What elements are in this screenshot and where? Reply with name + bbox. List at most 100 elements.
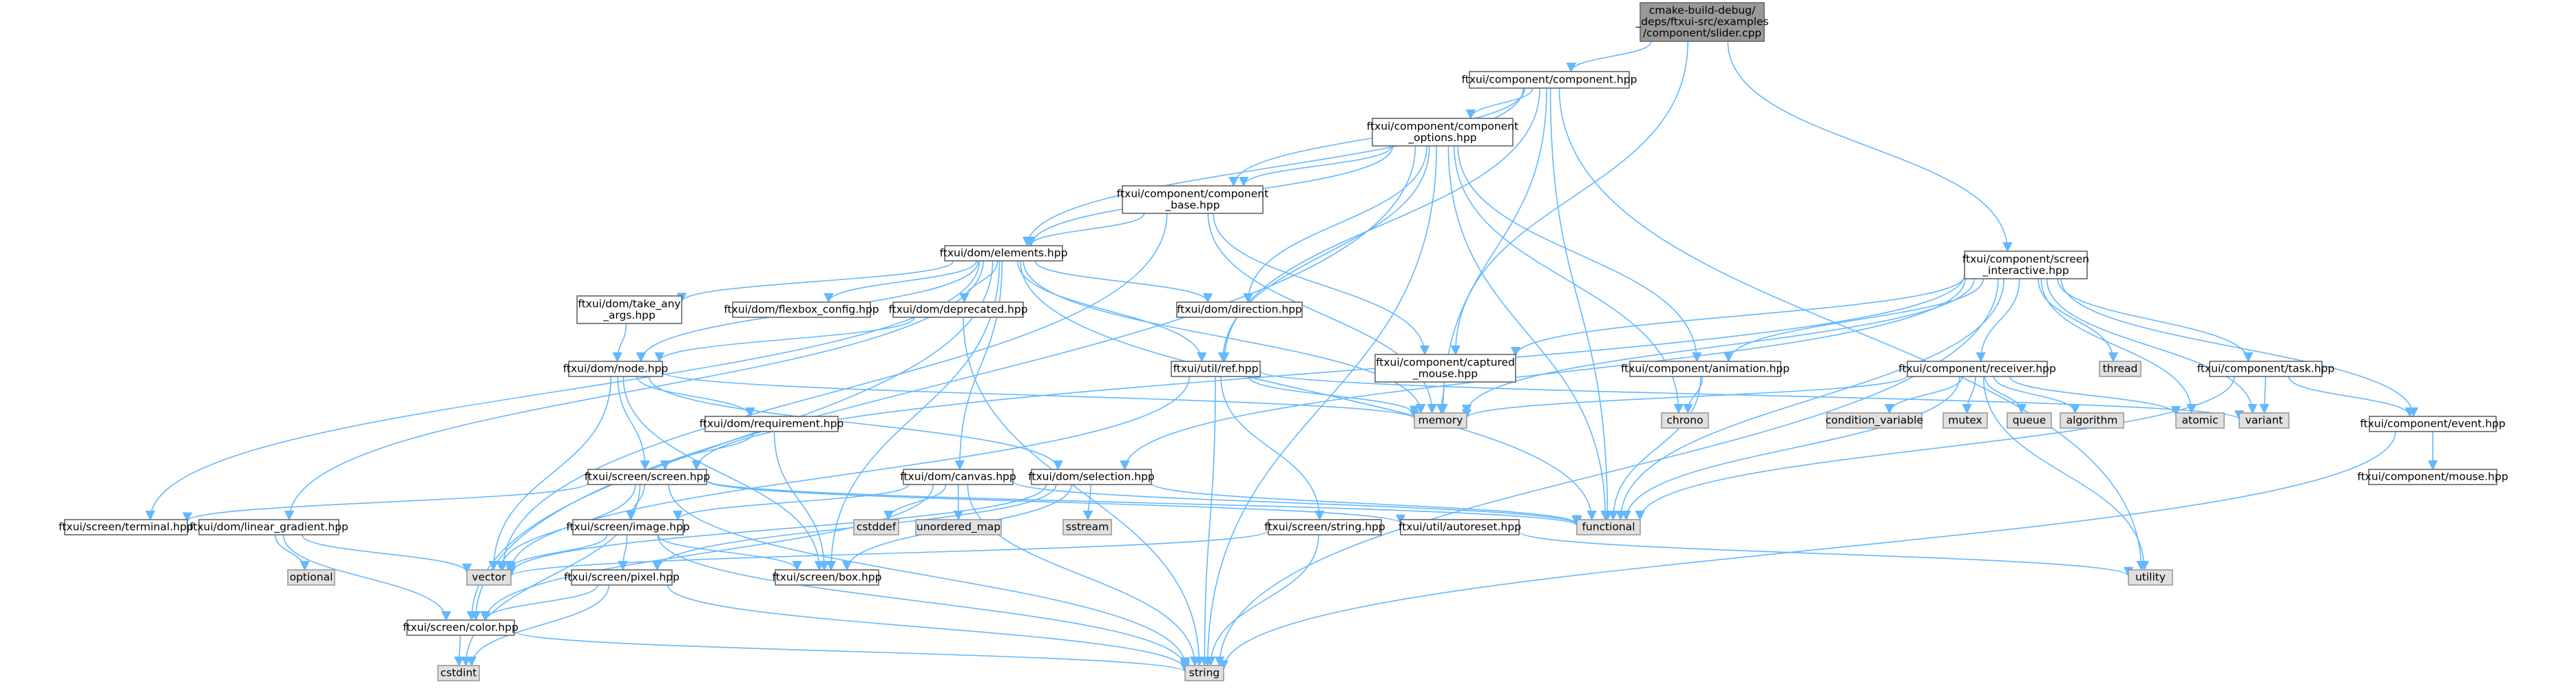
node-sstream: sstream <box>1062 519 1112 535</box>
node-box <box>704 416 839 432</box>
edge-node_hpp-to-memory <box>662 371 1419 421</box>
node-box <box>576 295 682 324</box>
node-elements[interactable]: ftxui/dom/elements.hpp <box>940 245 1068 262</box>
node-pixel[interactable]: ftxui/screen/pixel.hpp <box>564 569 680 586</box>
node-box <box>1640 2 1765 42</box>
node-optional: optional <box>287 569 335 586</box>
node-label: _interactive.hpp <box>1982 264 2069 277</box>
edge-receiver-to-mutex <box>1962 376 1976 414</box>
edge-elements-to-flexbox_config <box>824 260 977 304</box>
edge-elements-to-functional <box>1020 260 1597 521</box>
node-flexbox-config[interactable]: ftxui/dom/flexbox_config.hpp <box>724 301 879 318</box>
node-component-base[interactable]: ftxui/component/component_base.hpp <box>1117 185 1268 214</box>
node-image[interactable]: ftxui/screen/image.hpp <box>566 519 690 535</box>
node-string-hpp[interactable]: ftxui/screen/string.hpp <box>1264 519 1385 535</box>
node-label: variant <box>2245 414 2283 427</box>
node-label: vector <box>472 571 506 584</box>
node-box <box>1826 412 1923 429</box>
node-direction[interactable]: ftxui/dom/direction.hpp <box>1176 301 1303 318</box>
node-autoreset[interactable]: ftxui/util/autoreset.hpp <box>1399 519 1521 535</box>
edge-component_options-to-ref_hpp <box>1217 145 1430 363</box>
node-box <box>1576 519 1641 535</box>
node-node-hpp[interactable]: ftxui/dom/node.hpp <box>563 361 669 377</box>
edge-component_hpp-to-utility <box>1558 87 2146 571</box>
node-box <box>2239 412 2290 429</box>
node-box <box>1372 118 1514 147</box>
edge-screen_interactive-to-string <box>1214 278 1999 667</box>
node-box <box>64 519 188 535</box>
edge-ref_hpp-to-string_hpp <box>1220 376 1325 521</box>
node-mutex: mutex <box>1943 412 1988 429</box>
node-cstddef: cstddef <box>853 519 899 535</box>
node-color[interactable]: ftxui/screen/color.hpp <box>403 619 519 636</box>
node-screen-hpp[interactable]: ftxui/screen/screen.hpp <box>585 469 711 485</box>
node-box <box>915 519 1002 535</box>
node-receiver[interactable]: ftxui/component/receiver.hpp <box>1898 361 2056 377</box>
node-box <box>1374 354 1516 383</box>
node-label: ftxui/screen/screen.hpp <box>585 471 711 483</box>
node-captured-mouse[interactable]: ftxui/component/captured_mouse.hpp <box>1374 354 1516 383</box>
node-label: queue <box>2013 414 2046 427</box>
edge-elements-to-canvas <box>954 260 1003 471</box>
node-atomic: atomic <box>2175 412 2225 429</box>
edge-receiver-to-algorithm <box>1993 376 2080 414</box>
node-selection[interactable]: ftxui/dom/selection.hpp <box>1028 469 1155 485</box>
node-component-hpp[interactable]: ftxui/component/component.hpp <box>1462 71 1637 89</box>
edge-event-to-string <box>1218 431 2396 670</box>
edge-screen_interactive-to-memory <box>1461 278 1975 415</box>
node-ref-hpp[interactable]: ftxui/util/ref.hpp <box>1171 361 1261 377</box>
node-animation[interactable]: ftxui/component/animation.hpp <box>1621 361 1790 377</box>
edge-elements-to-color <box>466 260 994 621</box>
node-box <box>1414 412 1467 429</box>
node-chrono: chrono <box>1661 412 1709 429</box>
node-terminal[interactable]: ftxui/screen/terminal.hpp <box>59 519 193 535</box>
node-requirement[interactable]: ftxui/dom/requirement.hpp <box>700 416 844 432</box>
node-root[interactable]: cmake-build-debug/_deps/ftxui-src/exampl… <box>1635 2 1769 42</box>
node-canvas[interactable]: ftxui/dom/canvas.hpp <box>900 469 1016 485</box>
node-label: ftxui/dom/take_any <box>578 297 680 310</box>
node-label: ftxui/component/component.hpp <box>1462 74 1637 86</box>
node-memory: memory <box>1414 412 1467 429</box>
node-label: optional <box>290 571 333 584</box>
node-linear-gradient[interactable]: ftxui/dom/linear_gradient.hpp <box>189 519 348 535</box>
node-box <box>1661 412 1709 429</box>
node-box <box>2099 361 2142 377</box>
node-label: _base.hpp <box>1164 199 1219 212</box>
edge-deprecated-to-string <box>963 317 1204 667</box>
node-label: _mouse.hpp <box>1412 368 1478 381</box>
edge-color-to-string <box>514 630 1190 673</box>
edge-string_hpp-to-string <box>1205 534 1319 667</box>
edge-component_options-to-color <box>470 145 1416 621</box>
edge-animation-to-functional <box>1608 376 1701 521</box>
edge-ref_hpp-to-vector <box>505 376 1190 573</box>
node-label: ftxui/screen/box.hpp <box>773 571 882 584</box>
edge-node_hpp-to-box <box>622 376 825 571</box>
node-deprecated[interactable]: ftxui/dom/deprecated.hpp <box>888 301 1028 318</box>
node-box[interactable]: ftxui/screen/box.hpp <box>773 569 882 586</box>
edge-component_options-to-direction <box>1243 145 1427 304</box>
node-utility: utility <box>2128 569 2173 586</box>
edge-image-to-pixel <box>618 534 628 571</box>
node-take-any-args[interactable]: ftxui/dom/take_any_args.hpp <box>576 295 682 324</box>
node-box <box>466 569 512 586</box>
node-screen-interactive[interactable]: ftxui/component/screen_interactive.hpp <box>1962 251 2089 279</box>
node-box <box>1184 665 1224 681</box>
edge-take_any_args-to-node_hpp <box>612 323 627 363</box>
edge-ref_hpp-to-string <box>1200 376 1216 667</box>
node-label: thread <box>2103 363 2138 375</box>
edge-pixel-to-cstdint <box>466 584 609 667</box>
node-mouse[interactable]: ftxui/component/mouse.hpp <box>2357 469 2509 485</box>
node-box <box>1629 361 1781 377</box>
node-component-options[interactable]: ftxui/component/component_options.hpp <box>1367 118 1518 147</box>
node-event[interactable]: ftxui/component/event.hpp <box>2360 416 2506 432</box>
edge-image-to-box <box>657 534 802 571</box>
node-label: ftxui/screen/string.hpp <box>1264 521 1385 533</box>
node-label: ftxui/dom/flexbox_config.hpp <box>724 304 879 317</box>
node-box <box>1122 185 1264 214</box>
edge-screen_interactive-to-animation <box>1724 278 1985 363</box>
node-box <box>198 519 339 535</box>
node-box <box>1400 519 1520 535</box>
node-label: condition_variable <box>1825 414 1923 427</box>
node-label: ftxui/dom/node.hpp <box>563 363 669 375</box>
node-task[interactable]: ftxui/component/task.hpp <box>2197 361 2335 377</box>
